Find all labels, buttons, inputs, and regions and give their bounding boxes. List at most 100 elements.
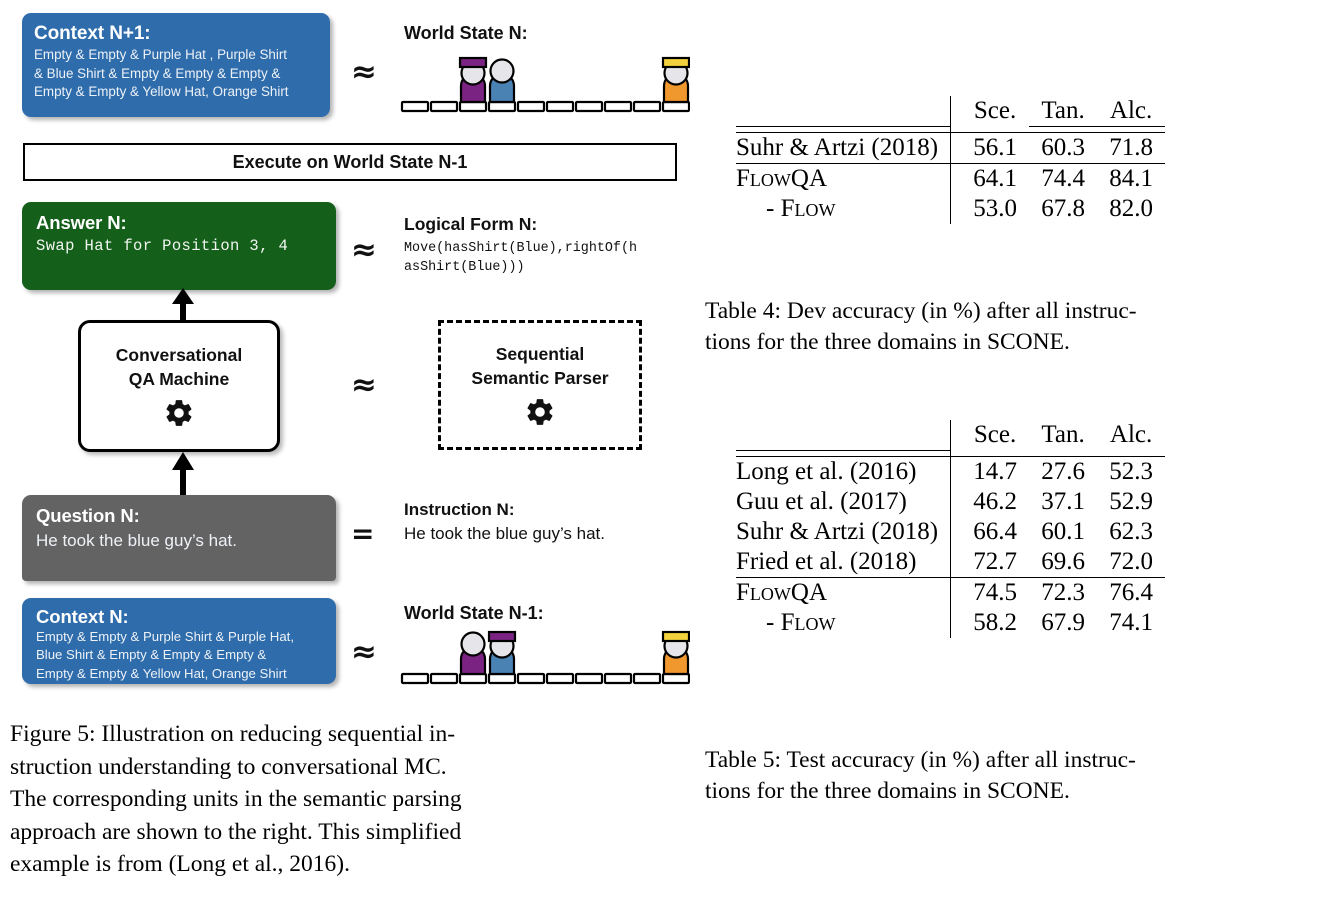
instruction-n-block: Instruction N: He took the blue guy’s ha… [404,498,694,547]
table-4-row-1-sce: 64.1 [950,163,1030,194]
logical-form-n-title: Logical Form N: [404,214,538,234]
table-5-row-1-label: Guu et al. (2017) [736,487,907,515]
context-n-title: Context N: [36,606,129,627]
table-5-row-1-tan: 37.1 [1041,487,1085,515]
table-4-col-1: Sce. [950,96,1030,127]
gear-icon [166,400,192,426]
table-4-row-2-label: - Flow [766,195,836,222]
table-4-row-1-label: FlowQA [736,163,951,194]
table-4-col-3: Alc. [1109,97,1153,124]
answer-n-body: Swap Hat for Position 3, 4 [36,237,289,255]
figure-caption-line-2: struction understanding to conversationa… [10,753,447,780]
table-5-row-2-sce: 66.4 [950,516,1030,547]
semantic-parser-line2: Semantic Parser [471,368,609,388]
table-5-row-1-sce: 46.2 [950,486,1030,517]
logical-form-n-block: Logical Form N: Move(hasShirt(Blue),righ… [404,212,694,277]
table-5-col-2: Tan. [1041,421,1085,448]
table-5-row-4-alc: 76.4 [1097,576,1166,608]
table-4-caption-line-2: tions for the three domains in SCONE. [705,328,1070,355]
figure-caption-line-4: approach are shown to the right. This si… [10,818,462,845]
table-5-row-5-tan: 67.9 [1041,608,1085,636]
table-5-row-2-alc: 62.3 [1109,517,1153,545]
table-4-col-0 [736,96,951,127]
table-5-col-3: Alc. [1109,421,1153,448]
table-4-row-0-sce: 56.1 [950,132,1030,164]
figure-5-illustration: Context N+1: Empty & Empty & Purple Hat … [10,13,694,881]
table-5-row-5-alc: 74.1 [1109,608,1153,636]
context-n-plus-1-title: Context N+1: [34,23,151,44]
execute-on-world-state-bar: Execute on World State N-1 [23,143,677,181]
table-row: Long et al. (2016) 14.7 27.6 52.3 [736,455,1166,487]
question-n-box: Question N: He took the blue guy’s hat. [22,495,336,581]
table-row: Suhr & Artzi (2018) 56.1 60.3 71.8 [736,132,1166,164]
table-row: FlowQA 64.1 74.4 84.1 [736,163,1166,194]
table-5-col-1: Sce. [950,420,1030,450]
qa-machine-line2: QA Machine [128,369,230,389]
table-5-col-0 [736,420,951,450]
arrow-question-to-qa [172,452,194,498]
instruction-n-title: Instruction N: [404,500,515,519]
table-5-row-0-alc: 52.3 [1097,455,1166,487]
table-5-row-0-sce: 14.7 [950,455,1030,487]
equals-symbol: = [351,517,375,550]
world-state-n-title: World State N: [404,23,528,43]
figure-caption-line-1: Figure 5: Illustration on reducing seque… [10,721,456,747]
answer-n-title: Answer N: [36,212,127,233]
approx-symbol-2: ≈ [351,232,377,268]
table-5-caption: Table 5: Test accuracy (in %) after all … [705,745,1324,806]
context-n-plus-1-box: Context N+1: Empty & Empty & Purple Hat … [22,13,330,117]
table-5-row-3-tan: 69.6 [1041,547,1085,575]
question-n-title: Question N: [36,505,140,526]
table-row: - Flow 53.0 67.8 82.0 [736,194,1165,224]
table-row: Guu et al. (2017) 46.2 37.1 52.9 [736,486,1165,517]
qa-machine-line1: Conversational [115,345,243,365]
world-state-n-scene [400,56,690,113]
conversational-qa-machine-box: Conversational QA Machine [78,320,280,452]
table-row: Fried et al. (2018) 72.7 69.6 72.0 [736,546,1165,577]
table-4-row-0-label: Suhr & Artzi (2018) [736,132,951,164]
figure-caption-line-3: The corresponding units in the semantic … [10,786,462,812]
table-4-row-1-tan: 74.4 [1029,163,1098,194]
semantic-parser-line1: Sequential [495,344,585,364]
table-4-row-2-tan: 67.8 [1041,195,1085,222]
table-5-row-4-label: FlowQA [736,576,951,608]
arrow-qa-to-answer [172,288,194,324]
table-4-row-2-alc: 82.0 [1109,195,1153,222]
table-4: Sce. Tan. Alc. Suhr & Artzi (2018) 56.1 … [736,96,1166,224]
table-5-caption-line-1: Table 5: Test accuracy (in %) after all … [705,747,1136,773]
approx-symbol-4: ≈ [351,634,377,670]
table-5-row-2-label: Suhr & Artzi (2018) [736,517,939,545]
table-4-caption-line-1: Table 4: Dev accuracy (in %) after all i… [705,298,1137,324]
table-row: - Flow 58.2 67.9 74.1 [736,607,1165,638]
table-5: Sce. Tan. Alc. Long et al. (2016) 14.7 2… [736,420,1166,638]
table-5-grid: Sce. Tan. Alc. Long et al. (2016) 14.7 2… [736,420,1166,638]
table-4-caption: Table 4: Dev accuracy (in %) after all i… [705,296,1324,357]
table-5-row-3-sce: 72.7 [950,546,1030,577]
sequential-semantic-parser-box: Sequential Semantic Parser [438,320,642,450]
table-4-col-2: Tan. [1041,97,1085,124]
table-4-row-1-alc: 84.1 [1097,163,1166,194]
table-5-row-2-tan: 60.1 [1041,517,1085,545]
table-5-row-3-alc: 72.0 [1109,547,1153,575]
table-5-caption-line-2: tions for the three domains in SCONE. [705,777,1070,804]
table-5-header-rule [736,449,1165,456]
table-5-row-1-alc: 52.9 [1109,487,1153,515]
approx-symbol-3: ≈ [351,367,377,403]
table-5-row-5-sce: 58.2 [950,607,1030,638]
execute-bar-label: Execute on World State N-1 [232,151,468,172]
context-n-box: Context N: Empty & Empty & Purple Shirt … [22,598,336,684]
figure-5-caption: Figure 5: Illustration on reducing seque… [10,718,688,881]
table-5-row-5-label: - Flow [766,608,836,636]
table-5-row-4-tan: 72.3 [1029,576,1098,608]
table-5-row-0-tan: 27.6 [1029,455,1098,487]
table-5-row-4-sce: 74.5 [950,576,1030,608]
context-n-plus-1-body: Empty & Empty & Purple Hat , Purple Shir… [34,47,289,100]
logical-form-n-code: Move(hasShirt(Blue),rightOf(h asShirt(Bl… [404,241,638,275]
table-row: Suhr & Artzi (2018) 66.4 60.1 62.3 [736,516,1165,547]
answer-n-box: Answer N: Swap Hat for Position 3, 4 [22,202,336,290]
table-4-header-rule [736,126,1166,133]
figure-caption-line-5: example is from (Long et al., 2016). [10,851,351,877]
table-4-grid: Sce. Tan. Alc. Suhr & Artzi (2018) 56.1 … [736,96,1166,224]
question-n-body: He took the blue guy’s hat. [36,531,237,550]
table-4-row-0-tan: 60.3 [1029,132,1098,164]
